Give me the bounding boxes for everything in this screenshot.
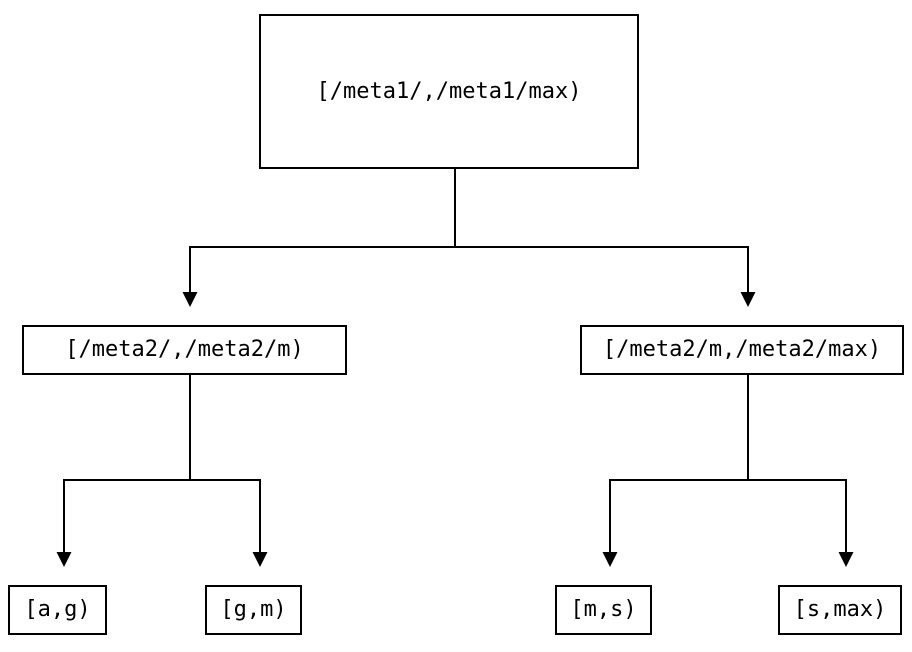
arrowhead-to-leaf-ms-icon: [602, 552, 618, 567]
node-label: [m,s): [570, 597, 637, 622]
arrowhead-to-leaf-ag-icon: [56, 552, 72, 567]
node-label: [g,m): [220, 597, 287, 622]
arrowhead-to-leaf-smax-icon: [838, 552, 854, 567]
node-meta2-high-interval: [/meta2/m,/meta2/max): [580, 325, 904, 375]
node-leaf-a-g: [a,g): [8, 585, 107, 635]
edge-meta2-hi-branch: [609, 479, 847, 552]
node-leaf-g-m: [g,m): [205, 585, 302, 635]
edge-root-branch: [189, 246, 749, 292]
node-label: [s,max): [793, 597, 887, 622]
node-meta2-low-interval: [/meta2/,/meta2/m): [22, 325, 347, 375]
node-leaf-m-s: [m,s): [555, 585, 652, 635]
edge-meta2-low-branch: [63, 479, 261, 552]
node-label: [a,g): [24, 597, 91, 622]
arrowhead-to-meta2-low-icon: [182, 292, 198, 307]
node-label: [/meta1/,/meta1/max): [316, 78, 582, 104]
node-label: [/meta2/,/meta2/m): [65, 337, 304, 362]
node-leaf-s-max: [s,max): [778, 585, 902, 635]
node-label: [/meta2/m,/meta2/max): [602, 337, 882, 362]
arrowhead-to-meta2-hi-icon: [740, 292, 756, 307]
node-root-interval: [/meta1/,/meta1/max): [259, 14, 639, 169]
arrowhead-to-leaf-gm-icon: [252, 552, 268, 567]
